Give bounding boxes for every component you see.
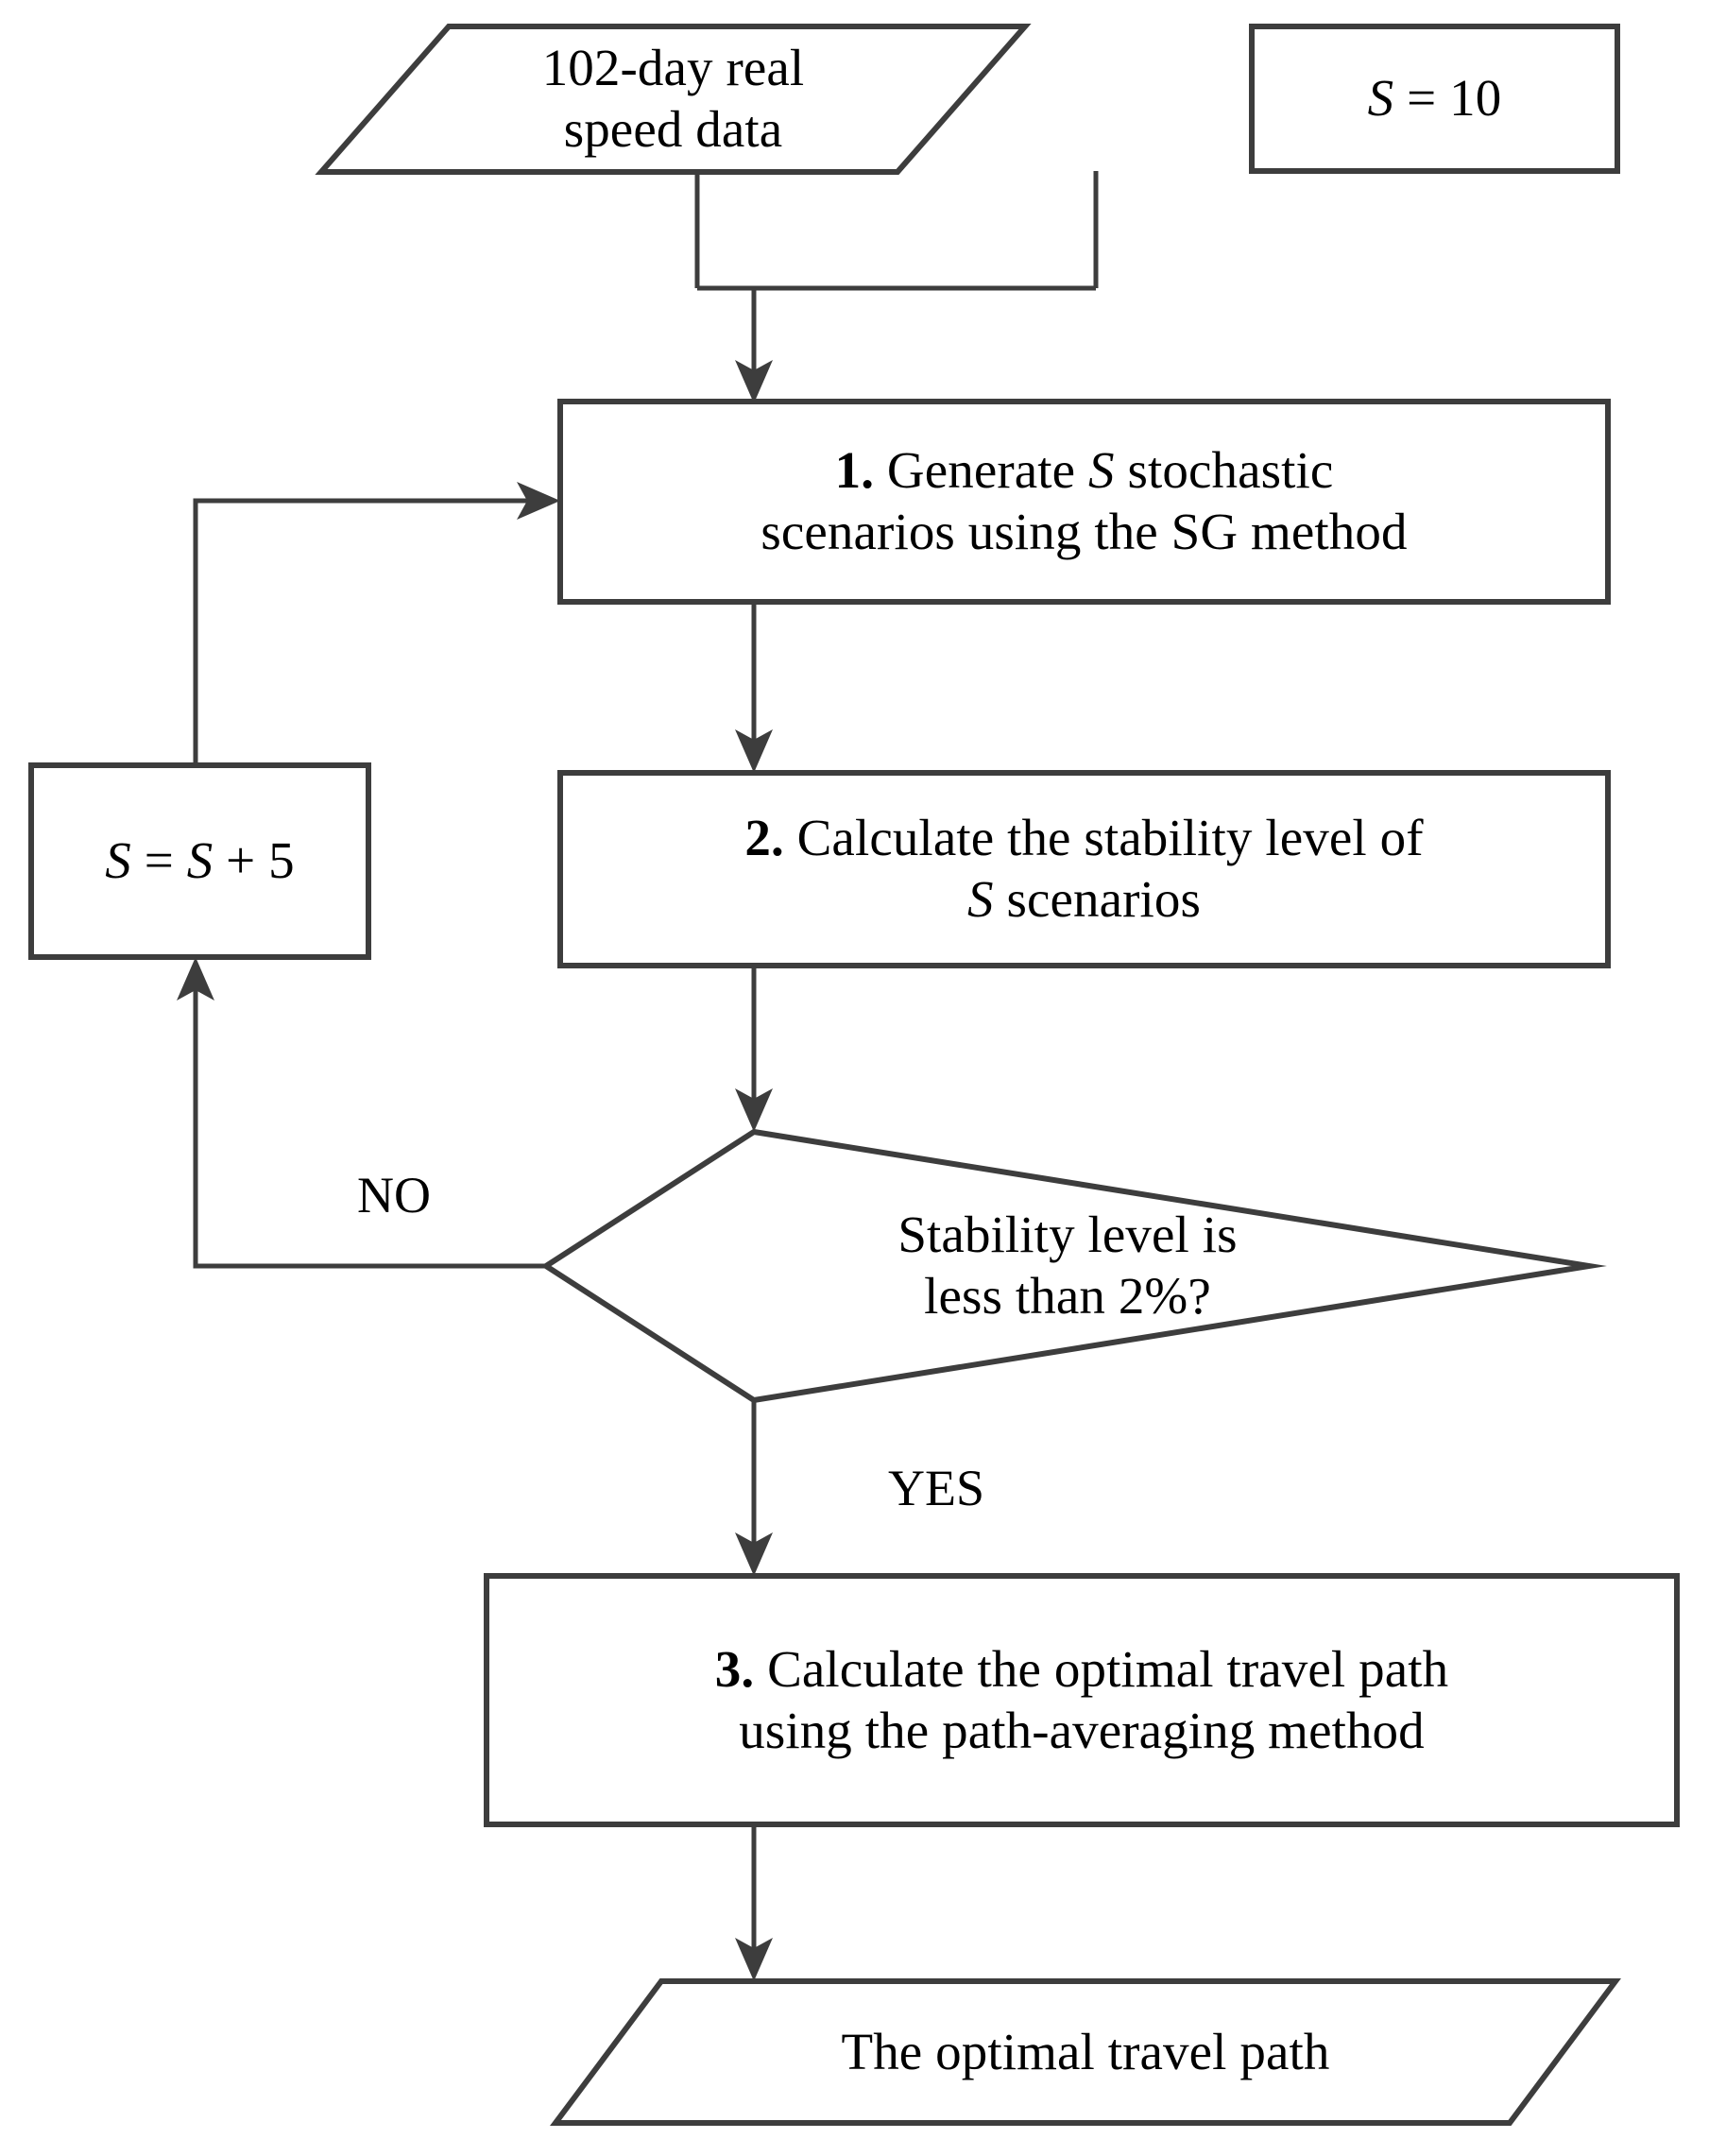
node-step2-shape[interactable] [557, 770, 1611, 968]
node-step3-label: 3. Calculate the optimal travel path usi… [487, 1576, 1677, 1824]
node-step1-label: 1. Generate S stochastic scenarios using… [560, 402, 1608, 602]
node-output-label: The optimal travel path [555, 1981, 1615, 2123]
init-s-value: = 10 [1393, 69, 1502, 128]
edge-label-yes: YES [888, 1460, 985, 1516]
increment-s-var1: S [105, 831, 131, 890]
node-input-data-label: 102-day real speed data [321, 26, 1025, 172]
arrowhead-no-to-increment [177, 957, 214, 1001]
step3-line2: using the path-averaging method [739, 1701, 1425, 1759]
node-init-s-label: S = 10 [1252, 26, 1617, 171]
step1-line2: scenarios using the SG method [761, 503, 1408, 560]
init-s-expression: S = 10 [1368, 68, 1502, 129]
decision-line2: less than 2%? [924, 1267, 1211, 1325]
edge-label-no: NO [357, 1167, 431, 1223]
decision-line1: Stability level is [897, 1206, 1238, 1264]
step2-line1: 2. Calculate the stability level of [744, 808, 1423, 869]
init-s-variable: S [1367, 69, 1394, 128]
increment-s-expression: S = S + 5 [105, 830, 294, 892]
increment-s-var2: S [186, 831, 214, 890]
increment-s-equals: = [130, 831, 187, 890]
edge-feedback-loop [193, 498, 539, 765]
arrowhead-feedback-to-step1 [517, 482, 560, 520]
step1-text-b: stochastic [1114, 441, 1334, 500]
node-decision-label: Stability level is less than 2%? [546, 1132, 1589, 1400]
step3-line1: 3. Calculate the optimal travel path [715, 1639, 1448, 1701]
arrowhead-to-step1 [735, 360, 773, 403]
arrowhead-yes-to-step3 [735, 1532, 773, 1576]
node-step3-shape[interactable] [484, 1573, 1680, 1827]
step1-line1: 1. Generate S stochastic [835, 440, 1334, 502]
step3-text-a: Calculate the optimal travel path [754, 1639, 1449, 1698]
output-text: The optimal travel path [841, 2022, 1330, 2080]
node-init-s-shape[interactable] [1249, 24, 1620, 174]
step1-number: 1. [834, 441, 875, 500]
node-step2-label: 2. Calculate the stability level of S sc… [560, 773, 1608, 966]
step3-number: 3. [714, 1639, 755, 1698]
arrowhead-to-decision [735, 1088, 773, 1132]
input-data-line2: speed data [563, 100, 783, 158]
edge-no-branch [193, 978, 546, 1269]
step1-text-a: Generate [874, 441, 1089, 500]
node-increment-s-label: S = S + 5 [31, 765, 368, 957]
node-output-shape[interactable] [550, 1978, 1621, 2126]
step2-line2: S scenarios [967, 869, 1201, 931]
arrowhead-to-step2 [735, 729, 773, 773]
step2-variable: S [967, 870, 994, 928]
arrowhead-to-output [735, 1938, 773, 1981]
step1-variable: S [1088, 441, 1115, 500]
step2-text-b: scenarios [993, 870, 1201, 928]
node-input-data-shape[interactable] [315, 24, 1032, 175]
node-step1-shape[interactable] [557, 399, 1611, 605]
node-increment-s-shape[interactable] [28, 762, 371, 960]
increment-s-tail: + 5 [213, 831, 295, 890]
input-data-line1: 102-day real [541, 39, 805, 97]
step2-text-a: Calculate the stability level of [783, 809, 1424, 867]
step2-number: 2. [744, 809, 784, 867]
